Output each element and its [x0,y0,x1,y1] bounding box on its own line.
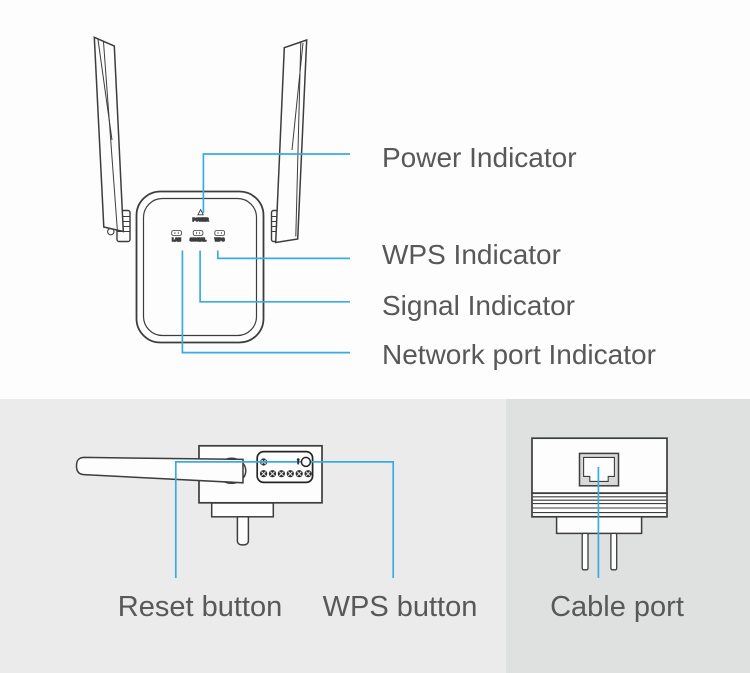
plug-prong [236,516,250,546]
antenna-right [274,38,308,244]
callout-line-reset-wps [174,461,395,578]
plug-pin-left [581,532,589,571]
callout-label-wps-button: WPS button [322,591,478,623]
wps-glyph-icon [296,458,300,465]
callout-label-power-indicator: Power Indicator [382,142,577,173]
antenna-folded [75,456,244,484]
vent-ribs [531,492,668,518]
power-led-icon [197,208,205,216]
wps-led-label: WPS [215,237,225,242]
callout-line-signal [199,250,350,303]
lan-led-icon [171,230,182,236]
callout-line-wps [216,250,350,260]
plug-pin-right [610,532,618,571]
plug-base [210,502,275,518]
button-panel [256,450,314,484]
wps-led-icon [214,230,225,236]
wps-button-icon [300,456,312,468]
lan-led-label: LAN [172,237,181,242]
callout-label-signal-indicator: Signal Indicator [382,290,576,321]
callout-label-network-port-indicator: Network port Indicator [382,339,656,370]
callout-label-reset-button: Reset button [117,591,283,623]
vent-holes [260,470,312,478]
antenna-left [93,36,125,233]
side-view-drawing [75,444,323,546]
bottom-view-drawing [531,437,668,571]
callout-label-wps-indicator: WPS Indicator [382,239,561,270]
side-view-panel [0,399,506,673]
callout-label-cable-port: Cable port [550,591,684,623]
front-callout-lines [181,153,350,354]
callout-line-power [202,153,350,213]
device-front-face [142,197,258,337]
power-led-label: POWER [193,217,209,222]
signal-led-icon [192,230,204,236]
callout-line-lan [181,250,350,354]
front-view-drawing: POWER LAN SIGNAL WPS [93,36,308,344]
signal-led-label: SIGNAL [190,237,207,242]
